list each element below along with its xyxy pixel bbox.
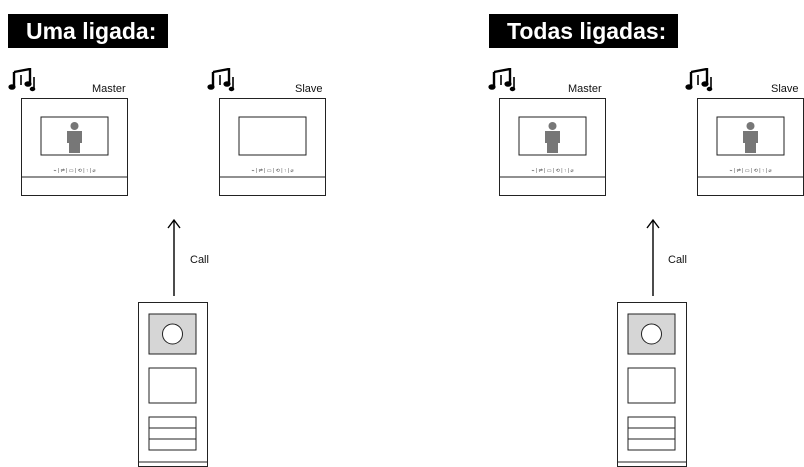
door-station [617, 302, 687, 467]
music-note-icon [685, 68, 715, 92]
svg-text:⌁ | ⇌ | ▭ | ⟲ | ↑ | ⌀: ⌁ | ⇌ | ▭ | ⟲ | ↑ | ⌀ [531, 168, 573, 174]
panel-one-on: Uma ligada: Master ⌁ | ⇌ | ▭ | ⟲ | ↑ | ⌀ [8, 14, 326, 467]
monitor-label-master: Master [92, 83, 126, 95]
indoor-monitor-master: ⌁ | ⇌ | ▭ | ⟲ | ↑ | ⌀ [499, 98, 606, 196]
arrow-up-icon [645, 218, 661, 296]
monitor-label-slave: Slave [295, 83, 323, 95]
indoor-monitor-slave: ⌁ | ⇌ | ▭ | ⟲ | ↑ | ⌀ [219, 98, 326, 196]
monitor-label-slave: Slave [771, 83, 799, 95]
panel-all-on: Todas ligadas: Master ⌁ | ⇌ | ▭ | ⟲ | ↑ … [402, 0, 804, 467]
monitor-label-master: Master [568, 83, 602, 95]
svg-text:⌁ | ⇌ | ▭ | ⟲ | ↑ | ⌀: ⌁ | ⇌ | ▭ | ⟲ | ↑ | ⌀ [729, 168, 771, 174]
panel-title: Uma ligada: [8, 14, 169, 48]
music-note-icon [207, 68, 237, 92]
indoor-monitor-slave: ⌁ | ⇌ | ▭ | ⟲ | ↑ | ⌀ [697, 98, 804, 196]
arrow-up-icon [166, 218, 182, 296]
call-label: Call [190, 254, 209, 266]
panel-title: Todas ligadas: [489, 14, 679, 48]
door-station [138, 302, 208, 467]
call-label: Call [668, 254, 687, 266]
indoor-monitor-master: ⌁ | ⇌ | ▭ | ⟲ | ↑ | ⌀ [21, 98, 128, 196]
music-note-icon [488, 68, 518, 92]
svg-text:⌁ | ⇌ | ▭ | ⟲ | ↑ | ⌀: ⌁ | ⇌ | ▭ | ⟲ | ↑ | ⌀ [53, 168, 95, 174]
svg-text:⌁ | ⇌ | ▭ | ⟲ | ↑ | ⌀: ⌁ | ⇌ | ▭ | ⟲ | ↑ | ⌀ [251, 168, 293, 174]
music-note-icon [8, 68, 38, 92]
